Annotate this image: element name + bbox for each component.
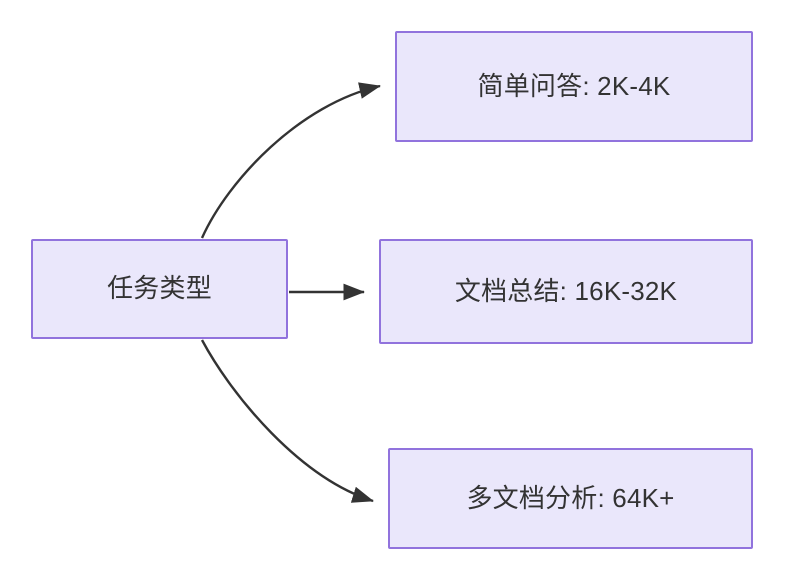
edge-root-to-simple-qa xyxy=(200,82,381,239)
node-multi-document-analysis[interactable]: 多文档分析: 64K+ xyxy=(388,448,753,549)
edge-root-to-multi-doc xyxy=(200,339,374,503)
node-document-summary[interactable]: 文档总结: 16K-32K xyxy=(379,239,753,344)
node-task-type-label: 任务类型 xyxy=(107,273,212,304)
node-simple-qa[interactable]: 简单问答: 2K-4K xyxy=(395,31,753,142)
node-multi-document-analysis-label: 多文档分析: 64K+ xyxy=(466,482,675,513)
node-document-summary-label: 文档总结: 16K-32K xyxy=(454,275,678,306)
node-simple-qa-label: 简单问答: 2K-4K xyxy=(477,70,671,101)
node-task-type[interactable]: 任务类型 xyxy=(31,239,288,339)
